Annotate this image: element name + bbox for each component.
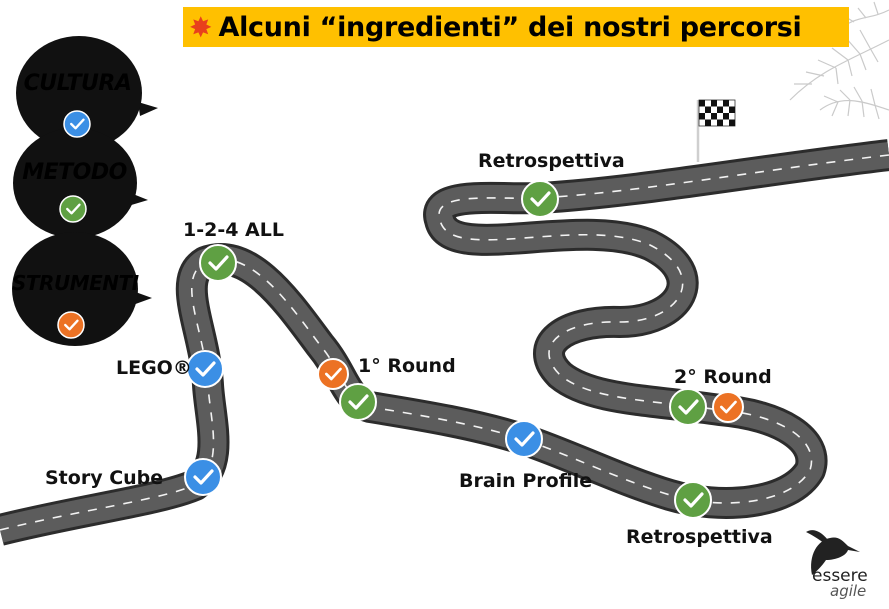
category-label-strumenti: STRUMENTI [12,271,139,295]
check-icon-stop-2-1 [186,350,224,388]
logo-agile: agile [830,582,867,600]
palm-leaves-icon [789,1,889,120]
stop-label-124-all: 1-2-4 ALL [183,219,284,241]
stop-label-brain-profile: Brain Profile [459,470,593,492]
stop-label-retrospettiva-1: Retrospettiva [478,150,625,172]
check-icon-stop-4-2 [339,383,377,421]
check-icon-stop-8-1 [674,481,712,519]
check-badges [57,110,744,519]
page-title: Alcuni “ingredienti” dei nostri percorsi [218,11,802,43]
check-icon-stop-4-1 [317,358,349,390]
category-label-cultura: CULTURA [23,71,132,96]
check-icon-stop-3-1 [199,244,237,282]
stop-label-story-cube: Story Cube [45,467,164,489]
title-banner: ✸ Alcuni “ingredienti” dei nostri percor… [183,7,849,47]
checkered-flag-icon [696,99,736,162]
check-icon-category-2 [59,195,87,223]
stop-label-lego: LEGO® [116,357,192,379]
check-icon-category-1 [63,110,91,138]
check-icon-stop-1-1 [184,458,222,496]
check-icon-stop-7-1 [669,388,707,426]
bubble-strumenti [12,232,152,346]
bubble-metodo [13,128,148,238]
bubble-cultura [16,36,158,150]
category-bubbles [12,36,158,346]
collision-icon: ✸ [189,11,213,43]
stop-label-retrospettiva-2: Retrospettiva [626,526,773,548]
category-label-metodo: METODO [22,160,127,185]
check-icon-stop-7-2 [712,391,744,423]
check-icon-stop-5-1 [505,420,543,458]
check-icon-stop-6-1 [521,180,559,218]
stop-label-1-round: 1° Round [358,355,456,377]
hummingbird-icon [806,530,860,575]
check-icon-category-3 [57,311,85,339]
road [0,139,889,546]
logo-essere: essere [812,566,868,586]
stop-label-2-round: 2° Round [674,366,772,388]
